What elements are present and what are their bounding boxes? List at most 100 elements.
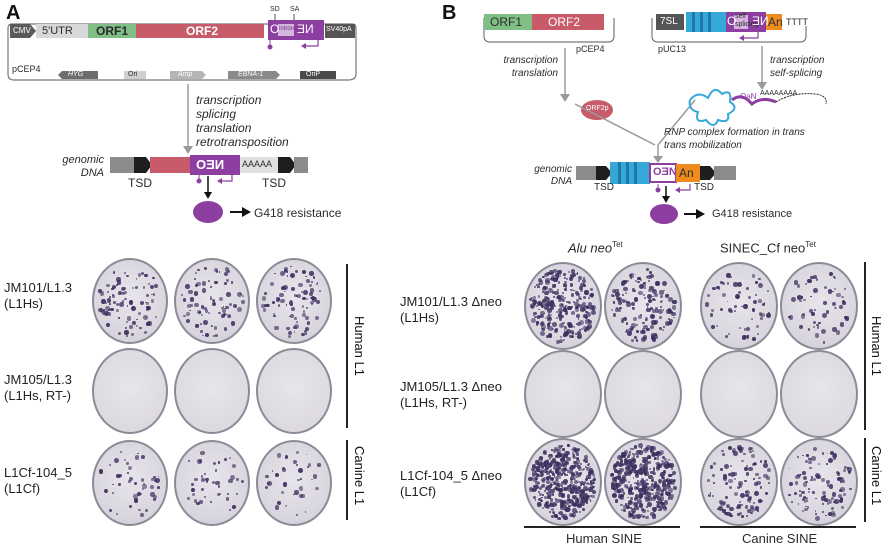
b-self-splicing: self splicing [735,13,759,28]
colony-dot [591,494,595,499]
colony-dot [562,291,565,294]
colony-dot [580,283,585,288]
colony-dot [201,488,204,491]
colony-dot [631,457,636,463]
colony-dot [221,306,224,309]
colony-dot [106,323,111,328]
colony-dot [751,308,755,312]
colony-dot [145,509,149,513]
colony-dot [203,266,207,270]
colony-dot [550,468,552,471]
colony-dot [204,495,207,498]
colony-dot [556,463,560,467]
colony-dot [133,498,139,504]
colony-dot [622,452,628,457]
colony-dot [760,312,765,318]
colony-dot [580,501,585,506]
colony-dot [668,309,672,314]
colony-dot [530,306,535,310]
colony-dot [662,462,665,465]
colony-dot [587,320,592,325]
colony-dot [559,294,564,300]
colony-dot [651,298,655,302]
colony-dot [564,280,568,284]
colony-dot [567,322,571,327]
colony-dot [642,456,644,459]
colony-dot [739,482,742,485]
colony-dot [563,504,567,508]
colony-dot [118,482,122,486]
colony-dot [566,468,570,472]
colony-dot [116,302,120,306]
colony-dot [563,467,568,472]
colony-dot [622,294,624,296]
colony-dot [564,286,567,289]
colony-dot [218,297,224,302]
colony-dot [558,316,563,321]
colony-dot [641,478,644,481]
colony-dot [724,511,728,516]
colony-dot [643,324,648,330]
colony-dot [298,282,304,288]
colony-dot [114,458,119,463]
colony-dot [286,326,290,331]
colony-dot [528,487,534,492]
colony-dot [576,272,579,275]
colony-dot [628,512,634,518]
colony-dot [667,293,670,296]
colony-dot [650,306,654,310]
colony-dot [720,501,725,507]
colony-dot [306,321,311,325]
colony-dot [711,494,715,498]
colony-dot [812,288,818,294]
colony-dot [620,454,624,458]
colony-dot [834,287,837,290]
colony-dot [101,311,105,315]
colony-dot [849,488,852,491]
colony-dot [646,302,650,306]
colony-dot [544,296,548,300]
colony-dot [831,290,834,293]
colony-dot [194,277,197,280]
colony-dot [584,477,589,481]
b-neo-ne: NE [752,14,769,28]
colony-dot [813,309,816,312]
colony-dot [217,493,220,497]
colony-dot [557,281,561,284]
colony-dot [260,303,266,309]
colony-dot [636,479,640,483]
colony-dot [580,288,584,292]
colony-dot [565,456,571,462]
colony-dot [551,470,555,474]
colony-dot [302,296,306,300]
colony-dot [628,510,632,514]
colony-dot [637,276,641,281]
bracket-canine-a [346,440,348,520]
colony-dot [569,477,573,482]
colony-dot [725,496,729,500]
colony-dot [725,511,731,517]
colony-dot [109,303,111,305]
bracket-canine-sine [700,526,856,528]
colony-dot [284,290,287,293]
colony-dot [733,309,737,313]
colony-dot [115,276,121,282]
colony-dot [815,497,818,500]
colony-dot [581,327,584,330]
colony-dot [537,490,540,494]
colony-dot [560,505,565,511]
colony-dot [634,452,637,456]
colony-dot [121,292,124,295]
colony-dot [557,269,562,275]
colony-dot [550,485,553,488]
colony-dot [826,484,830,487]
colony-dot [708,494,712,498]
colony-dot [149,485,154,490]
colony-dot [560,513,565,518]
colony-dot [126,316,131,321]
colony-dot [588,296,591,300]
colony-dot [611,492,617,498]
colony-dot [544,317,547,320]
colony-dot [628,451,631,454]
colony-dot [116,513,119,516]
